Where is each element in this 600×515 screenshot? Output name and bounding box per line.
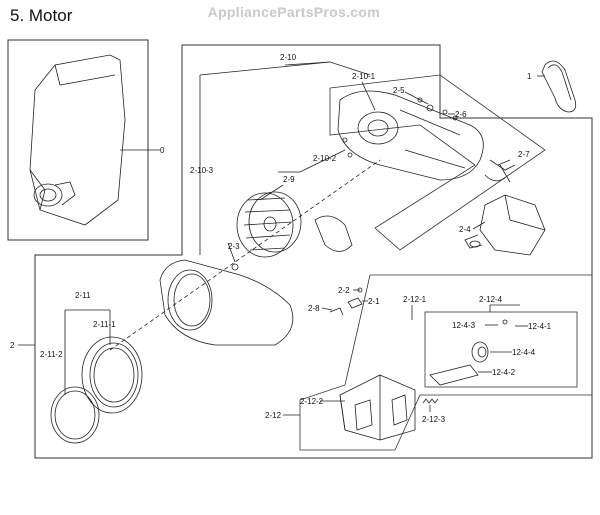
tensioner-drawing	[429, 319, 508, 386]
inset-overview-frame	[7, 39, 149, 241]
motor-in-cabinet-drawing	[33, 181, 76, 207]
idler-parts-drawing	[484, 159, 516, 183]
leader-2-4	[472, 221, 486, 230]
motor-subframe	[329, 74, 546, 251]
callout-2-10-3: 2-10-3	[190, 166, 214, 175]
callout-2-11-1: 2-11-1	[93, 320, 116, 329]
callout-2-4: 2-4	[459, 225, 471, 234]
callout-12-4-3: 12-4-3	[452, 321, 476, 330]
bracket-subframe	[299, 274, 593, 451]
screws-drawing	[342, 97, 458, 158]
callout-1: 1	[527, 72, 532, 81]
callout-12-4-2: 12-4-2	[492, 368, 516, 377]
duct-ring-drawing	[81, 336, 143, 414]
leader-2-10-2b	[299, 149, 346, 173]
callout-2-2: 2-2	[338, 286, 350, 295]
watermark: AppliancePartsPros.com	[207, 4, 380, 20]
gasket-drawing	[50, 386, 100, 444]
callout-2-6: 2-6	[455, 110, 467, 119]
drive-belt-drawing	[541, 60, 577, 113]
page-title: 5. Motor	[10, 6, 73, 25]
dryer-cabinet-drawing	[29, 54, 126, 226]
fan-impeller-drawing	[236, 191, 302, 258]
callout-2-11-2: 2-11-2	[40, 350, 63, 359]
callout-2: 2	[10, 341, 15, 350]
leader-2-11	[64, 309, 111, 395]
callout-2-12-3: 2-12-3	[422, 415, 446, 424]
callout-2-12-1: 2-12-1	[403, 295, 427, 304]
motor-mount-bracket-drawing	[339, 374, 416, 441]
blower-cover-drawing	[159, 259, 294, 346]
callout-2-7: 2-7	[518, 150, 530, 159]
callout-2-9: 2-9	[283, 175, 295, 184]
callout-12-4-4: 12-4-4	[512, 348, 536, 357]
callout-12-4-1: 12-4-1	[528, 322, 552, 331]
leader-2-10-right	[284, 61, 371, 76]
leader-2-10-left	[199, 61, 331, 76]
callout-2-10-2: 2-10-2	[313, 154, 337, 163]
blower-housing-drawing	[337, 90, 484, 181]
spring-drawing	[422, 398, 439, 404]
leader-2-9	[259, 184, 284, 201]
callout-2-3: 2-3	[228, 242, 240, 251]
leader-2-7	[497, 159, 511, 166]
callout-2-10: 2-10	[280, 53, 297, 62]
leader-2-5	[404, 91, 429, 105]
callout-2-11: 2-11	[75, 291, 91, 300]
callout-2-5: 2-5	[393, 86, 405, 95]
callout-2-1: 2-1	[368, 297, 380, 306]
tensioner-subframe	[424, 311, 578, 388]
callout-0: 0	[160, 146, 165, 155]
fan-adapter-drawing	[314, 215, 353, 252]
main-assembly-frame	[34, 44, 593, 459]
callout-2-12-2: 2-12-2	[300, 397, 324, 406]
motor-drawing	[464, 194, 546, 256]
leader-2-10-1	[361, 81, 376, 111]
callout-2-12-4: 2-12-4	[479, 295, 503, 304]
callout-2-8: 2-8	[308, 304, 320, 313]
assembly-axis-line	[109, 159, 381, 351]
leader-2-8	[321, 307, 333, 311]
callout-2-10-1: 2-10-1	[352, 72, 376, 81]
leader-2-3	[227, 242, 236, 263]
callout-2-12: 2-12	[265, 411, 282, 420]
nut-drawing	[231, 263, 239, 271]
